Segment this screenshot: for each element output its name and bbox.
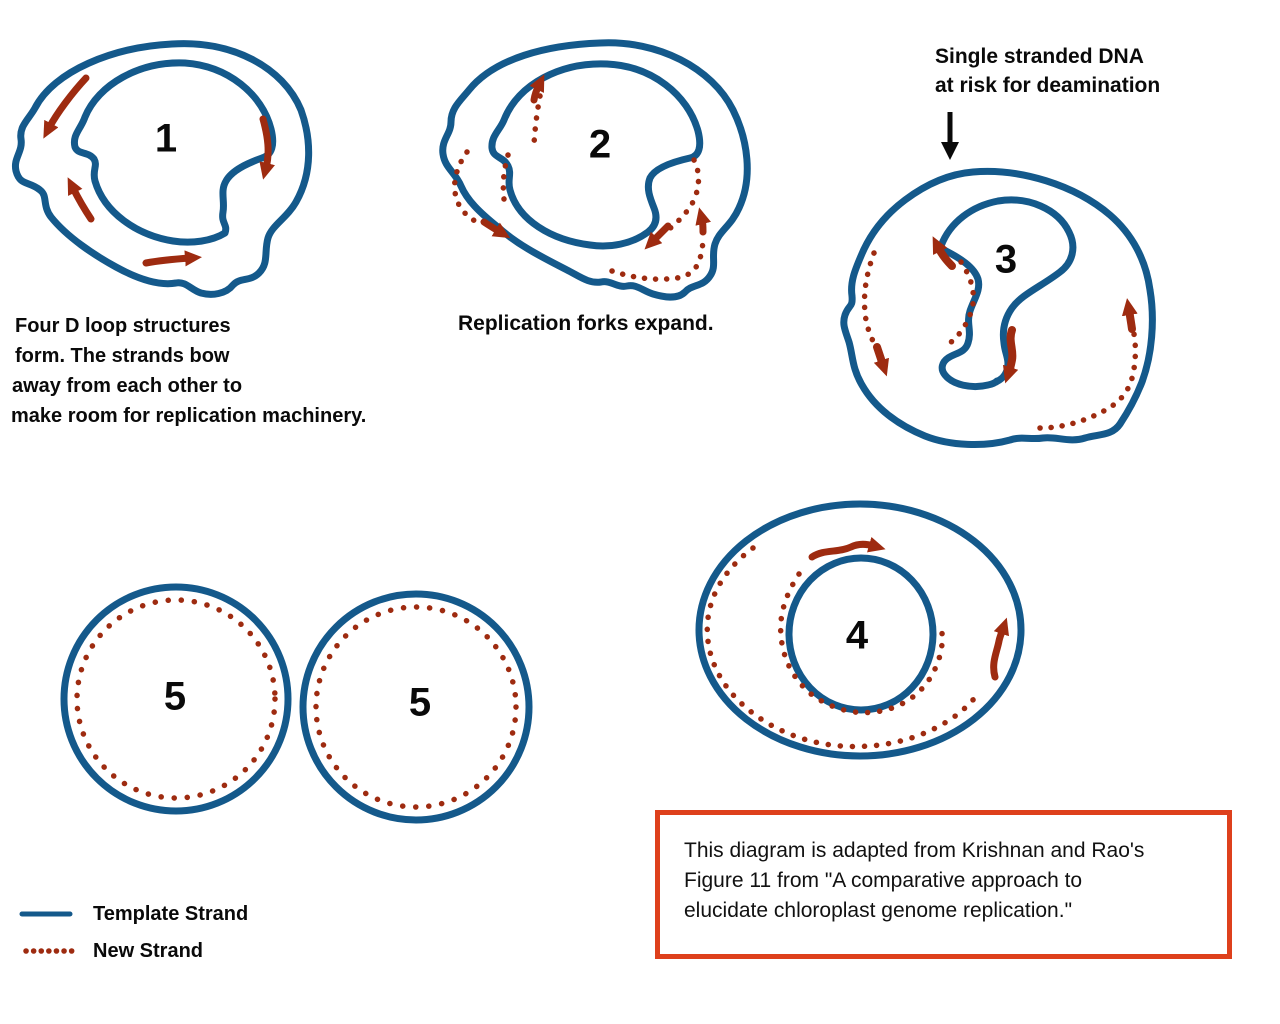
annotation-line: at risk for deamination bbox=[935, 74, 1161, 97]
stage-5-daughter-circles-drawing bbox=[60, 583, 533, 824]
attribution-line: Figure 11 from "A comparative approach t… bbox=[684, 869, 1083, 892]
stage-5a-template-strand bbox=[60, 583, 292, 815]
stage-2-number: 2 bbox=[588, 122, 612, 167]
stage-1-direction-arrows bbox=[43, 74, 275, 267]
attribution-box: This diagram is adapted from Krishnan an… bbox=[655, 810, 1232, 959]
caption-line: make room for replication machinery. bbox=[11, 405, 367, 427]
caption-line: away from each other to bbox=[12, 375, 243, 397]
stage-4-new-strand-dots bbox=[704, 545, 983, 750]
stage-3-outer-template-strand bbox=[840, 167, 1156, 448]
stage-4-number: 4 bbox=[845, 613, 869, 658]
red-arrow-icon bbox=[932, 236, 956, 270]
red-arrow-icon bbox=[480, 218, 511, 239]
red-arrow-icon bbox=[43, 74, 90, 139]
red-arrow-icon bbox=[67, 177, 95, 223]
red-arrow-icon bbox=[695, 207, 711, 236]
stage-3-new-strand-dots bbox=[861, 250, 1139, 431]
new-strand-dotted bbox=[665, 157, 702, 233]
stage-4-rolling-circle-drawing bbox=[695, 500, 1025, 760]
new-strand-dotted bbox=[531, 93, 543, 147]
stage-5b-template-strand bbox=[299, 590, 533, 824]
stage-4-outer-template-strand bbox=[695, 500, 1025, 760]
stage-3-direction-arrows bbox=[873, 236, 1138, 384]
stage-2-outer-template-strand bbox=[439, 39, 751, 301]
new-strand-dotted bbox=[777, 571, 945, 716]
legend-new-strand-label: New Strand bbox=[93, 940, 204, 962]
attribution-line: elucidate chloroplast genome replication… bbox=[684, 899, 1073, 922]
red-arrow-icon bbox=[1121, 298, 1138, 333]
stage-5-new-strand-dots bbox=[74, 597, 519, 810]
new-strand-dotted bbox=[609, 233, 706, 282]
stage-5b-number: 5 bbox=[408, 680, 432, 725]
stage-3-inner-arc-left bbox=[938, 246, 1001, 391]
stage-1-caption: Four D loop structures form. The strands… bbox=[11, 311, 366, 431]
stage-3-number: 3 bbox=[994, 237, 1018, 282]
stage-2-forks-drawing bbox=[439, 39, 751, 301]
caption-line: form. The strands bow bbox=[15, 345, 230, 367]
red-arrow-icon bbox=[644, 222, 672, 250]
stage-1-outer-template-strand bbox=[11, 40, 313, 298]
red-arrow-icon bbox=[142, 250, 202, 267]
stage-3-ssdna-drawing bbox=[840, 167, 1156, 448]
new-strand-dotted bbox=[947, 259, 977, 346]
legend-template-strand-label: Template Strand bbox=[93, 903, 249, 925]
caption-line: Four D loop structures bbox=[15, 315, 231, 337]
red-arrow-icon bbox=[259, 115, 275, 180]
legend-keys bbox=[19, 911, 75, 954]
red-arrow-icon bbox=[873, 343, 890, 377]
stage-2-caption: Replication forks expand. bbox=[458, 312, 714, 335]
stage-3-annotation: Single stranded DNA at risk for deaminat… bbox=[935, 42, 1160, 100]
red-arrow-icon bbox=[1002, 326, 1019, 384]
stage-1-number: 1 bbox=[154, 116, 178, 161]
new-strand-dotted bbox=[861, 250, 880, 352]
new-strand-dotted bbox=[1037, 331, 1139, 431]
stage-2-direction-arrows bbox=[480, 74, 711, 250]
red-arrow-icon bbox=[529, 74, 545, 104]
new-strand-dotted bbox=[74, 597, 278, 801]
stage-2-inner-template-strand bbox=[488, 60, 704, 250]
red-arrow-icon bbox=[808, 536, 886, 561]
new-strand-dotted bbox=[313, 604, 519, 810]
stage-1-dloop-drawing bbox=[11, 40, 313, 298]
new-strand-dotted bbox=[500, 152, 511, 209]
red-arrow-icon bbox=[990, 617, 1010, 681]
annotation-line: Single stranded DNA bbox=[935, 45, 1144, 68]
stage-5a-number: 5 bbox=[163, 674, 187, 719]
stage-4-inner-template-strand bbox=[785, 554, 937, 714]
attribution-line: This diagram is adapted from Krishnan an… bbox=[684, 839, 1145, 862]
stage-4-direction-arrows bbox=[808, 536, 1010, 681]
stage-2-new-strand-dots bbox=[451, 93, 706, 282]
new-strand-dotted bbox=[704, 545, 983, 750]
